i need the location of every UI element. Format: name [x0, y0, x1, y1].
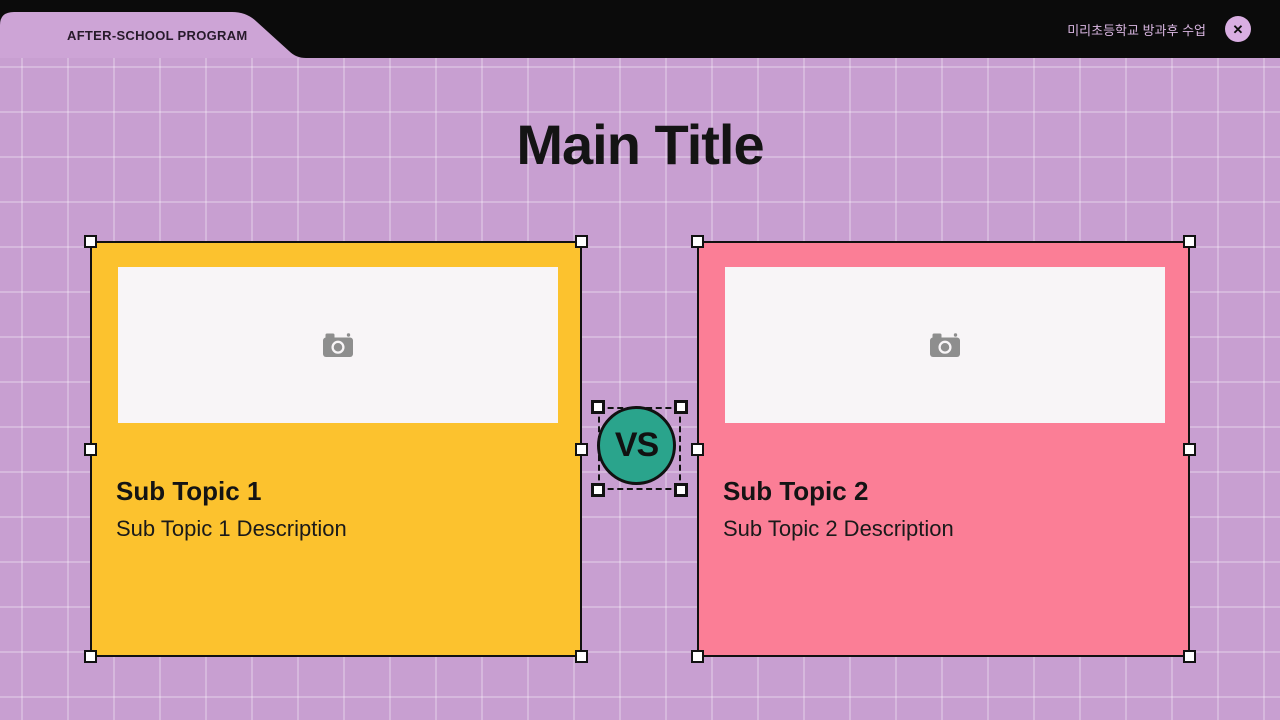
- resize-handle-top-left[interactable]: [591, 400, 605, 414]
- card-description[interactable]: Sub Topic 1 Description: [116, 516, 347, 541]
- program-tab-label: AFTER-SCHOOL PROGRAM: [67, 28, 248, 43]
- resize-handle-top-left[interactable]: [84, 235, 97, 248]
- close-icon: ✕: [1232, 21, 1244, 37]
- resize-handle-bottom-left[interactable]: [691, 650, 704, 663]
- image-placeholder-2[interactable]: [725, 267, 1165, 423]
- resize-handle-top-right[interactable]: [674, 400, 688, 414]
- card-description[interactable]: Sub Topic 2 Description: [723, 516, 954, 541]
- camera-icon: [323, 333, 353, 357]
- close-button[interactable]: ✕: [1225, 16, 1251, 42]
- resize-handle-top-right[interactable]: [575, 235, 588, 248]
- resize-handle-top-right[interactable]: [1183, 235, 1196, 248]
- vs-badge-group[interactable]: VS: [591, 400, 688, 497]
- slide-canvas[interactable]: Main Title Sub Topic 1 Sub Topic 1 Descr…: [0, 58, 1280, 720]
- card-title[interactable]: Sub Topic 2: [723, 476, 869, 506]
- resize-handle-bottom-right[interactable]: [674, 483, 688, 497]
- document-title: 미리초등학교 방과후 수업: [1067, 22, 1206, 38]
- resize-handle-middle-right[interactable]: [575, 442, 588, 456]
- main-title[interactable]: Main Title: [516, 113, 764, 176]
- card-title[interactable]: Sub Topic 1: [116, 476, 262, 506]
- vs-badge[interactable]: VS: [597, 406, 676, 485]
- resize-handle-middle-right[interactable]: [1183, 442, 1196, 456]
- resize-handle-bottom-left[interactable]: [591, 483, 605, 497]
- image-placeholder-1[interactable]: [118, 267, 558, 423]
- resize-handle-middle-left[interactable]: [84, 442, 97, 456]
- resize-handle-middle-left[interactable]: [691, 442, 704, 456]
- vs-label: VS: [614, 426, 659, 464]
- resize-handle-bottom-left[interactable]: [84, 650, 97, 663]
- sub-topic-2-card[interactable]: Sub Topic 2 Sub Topic 2 Description: [691, 235, 1196, 663]
- resize-handle-bottom-right[interactable]: [1183, 650, 1196, 663]
- header-right-group: 미리초등학교 방과후 수업 ✕: [1067, 0, 1251, 58]
- resize-handle-bottom-right[interactable]: [575, 650, 588, 663]
- camera-icon: [930, 333, 960, 357]
- sub-topic-1-card[interactable]: Sub Topic 1 Sub Topic 1 Description: [84, 235, 588, 663]
- resize-handle-top-left[interactable]: [691, 235, 704, 248]
- program-tab[interactable]: [0, 0, 320, 58]
- top-bar: AFTER-SCHOOL PROGRAM 미리초등학교 방과후 수업 ✕: [0, 0, 1280, 58]
